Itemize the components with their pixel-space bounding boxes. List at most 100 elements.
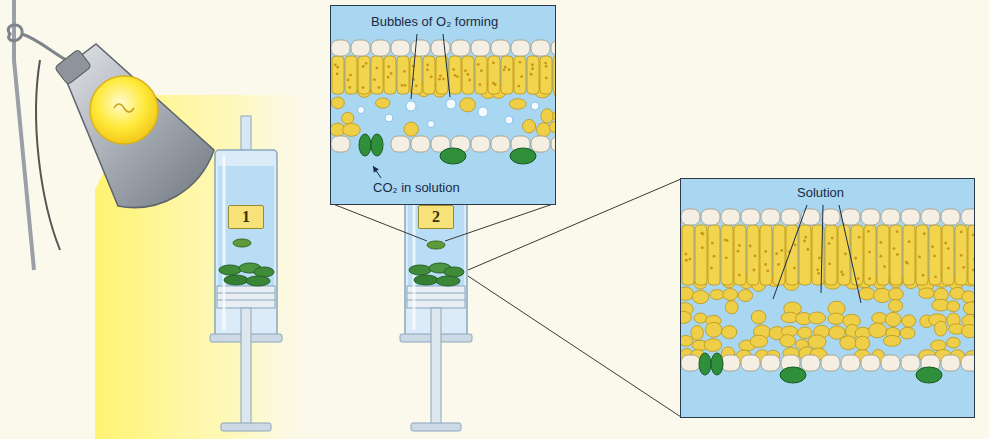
chloroplast — [738, 244, 741, 247]
leaf-disk — [224, 275, 248, 285]
chloroplast — [922, 274, 925, 277]
chloroplast — [701, 246, 704, 249]
chloroplast — [438, 78, 441, 81]
epidermis-cell — [961, 209, 975, 225]
epidermis-cell — [821, 355, 840, 371]
chloroplast — [544, 62, 547, 65]
spongy-cell — [885, 312, 901, 326]
spongy-cell — [962, 291, 975, 303]
spongy-cell — [855, 336, 870, 350]
spongy-cell — [376, 98, 390, 108]
chloroplast — [479, 83, 482, 86]
chloroplast — [960, 231, 963, 234]
chloroplast — [517, 85, 520, 88]
leader-line — [373, 166, 381, 178]
epidermis-cell — [741, 355, 760, 371]
leaf-disk — [246, 276, 270, 286]
epidermis-cell — [391, 136, 410, 152]
callout-label: Solution — [797, 185, 844, 201]
chloroplast — [480, 69, 483, 72]
chloroplast — [868, 277, 871, 280]
chloroplast — [803, 240, 806, 243]
spongy-cell — [974, 310, 975, 323]
chloroplast — [724, 238, 727, 241]
epidermis-cell — [761, 209, 780, 225]
chloroplast — [973, 258, 975, 261]
chloroplast — [373, 78, 376, 81]
chloroplast — [764, 263, 767, 266]
spongy-cell — [902, 315, 916, 327]
spongy-cell — [404, 122, 418, 136]
chloroplast — [454, 74, 457, 77]
spongy-cell — [723, 289, 738, 301]
chloroplast — [738, 274, 741, 277]
leaf-cross-section — [331, 6, 556, 205]
oxygen-bubble — [446, 99, 456, 109]
lamp-socket — [54, 49, 91, 85]
spongy-cell — [522, 119, 535, 132]
palisade-cell — [553, 56, 556, 94]
epidermis-cell — [881, 209, 900, 225]
epidermis-cell — [861, 209, 880, 225]
spongy-cell — [751, 310, 766, 323]
palisade-cell — [345, 56, 357, 94]
chloroplast — [713, 255, 716, 258]
chloroplast — [972, 269, 975, 272]
palisade-cell — [903, 225, 915, 285]
epidermis-cell — [551, 40, 556, 56]
epidermis-cell — [821, 209, 840, 225]
plunger-thumb — [221, 423, 271, 431]
chloroplast — [807, 248, 810, 251]
guard-cell — [916, 367, 942, 383]
zoom-line — [468, 276, 681, 417]
spongy-cell — [549, 121, 556, 134]
chloroplast — [962, 266, 965, 269]
chloroplast — [905, 261, 908, 264]
epidermis-cell — [371, 40, 390, 56]
palisade-cell — [942, 225, 954, 285]
leader-line — [773, 205, 807, 299]
spongy-cell — [888, 299, 902, 311]
syringe-number: 2 — [432, 208, 440, 226]
zoom-line — [333, 204, 427, 241]
chloroplast — [854, 257, 857, 260]
chloroplast — [766, 270, 769, 273]
chloroplast — [842, 273, 845, 276]
chloroplast — [868, 251, 871, 254]
chloroplast — [390, 72, 393, 75]
chloroplast — [867, 230, 870, 233]
clamp-knot — [8, 25, 22, 41]
chloroplast — [725, 256, 728, 259]
palisade-cell — [721, 225, 733, 285]
epidermis-cell — [491, 40, 510, 56]
guard-cell — [440, 148, 466, 164]
epidermis-cell — [961, 355, 975, 371]
spongy-cell — [934, 321, 946, 336]
palisade-cell — [760, 225, 772, 285]
chloroplast — [545, 65, 548, 68]
spongy-cell — [553, 110, 556, 122]
oxygen-bubble — [406, 101, 416, 111]
plunger-ring — [407, 300, 465, 301]
chloroplast — [817, 272, 820, 275]
spongy-cell — [859, 288, 875, 300]
epidermis-cell — [921, 209, 940, 225]
chloroplast — [831, 237, 834, 240]
chloroplast — [896, 230, 899, 233]
callout-label: CO₂ in solution — [373, 180, 460, 196]
plunger-ring — [407, 293, 465, 294]
epidermis-cell — [801, 209, 820, 225]
chloroplast — [365, 62, 368, 65]
chloroplast — [857, 277, 860, 280]
epidermis-cell — [801, 355, 820, 371]
chloroplast — [908, 240, 911, 243]
plunger-thumb — [411, 423, 461, 431]
leaf-disk — [254, 267, 274, 277]
solution — [218, 166, 274, 286]
plunger-head — [217, 286, 275, 308]
chloroplast — [504, 66, 507, 69]
epidermis-cell — [331, 136, 350, 152]
epidermis-cell — [411, 40, 430, 56]
syringe-nozzle — [241, 116, 251, 152]
chloroplast — [530, 73, 533, 76]
